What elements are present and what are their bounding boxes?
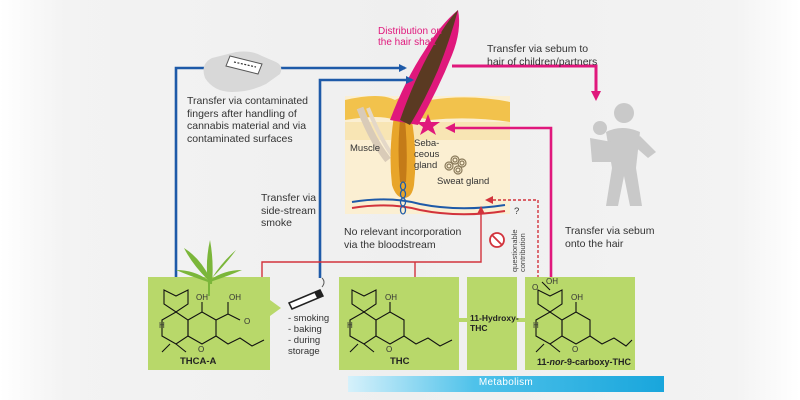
sweat-gland-label: Sweat gland — [437, 176, 490, 187]
blue-arrow-fingers — [174, 64, 407, 278]
compound-name-thc: THC — [390, 356, 410, 367]
compound-name-carboxy: 11-nor-9-carboxy-THC — [537, 356, 631, 369]
muscle-label: Muscle — [350, 143, 381, 154]
no-entry-icon — [489, 232, 505, 248]
atom-oh-thc: OH — [385, 293, 397, 302]
atom-h-carboxy: H — [533, 321, 539, 330]
atom-h-thc: H — [347, 321, 353, 330]
carboxy-italic: nor — [549, 357, 565, 367]
atom-oh-carboxy: OH — [571, 293, 583, 302]
metabolism-bar: Metabolism — [348, 376, 664, 392]
sebaceous-label: Seba- ceous gland — [414, 138, 440, 171]
distribution-label: Distribution on the hair shaft — [378, 26, 442, 48]
atom-h-thca: H — [159, 321, 165, 330]
fingers-label: Transfer via contaminated fingers after … — [187, 95, 309, 145]
cannabis-leaf-icon — [176, 240, 242, 296]
side-stream-label: Transfer via side-stream smoke — [261, 192, 317, 229]
question-mark: ? — [514, 206, 520, 217]
parent-child-icon — [590, 103, 656, 206]
cigarette-icon — [287, 277, 325, 310]
glove-with-cannabis-bag-icon — [203, 51, 282, 92]
atom-o-thc-ring: O — [386, 345, 393, 354]
compound-name-thca: THCA-A — [180, 356, 217, 367]
smoking-list: - smoking - baking - during storage — [288, 313, 330, 357]
metabolism-label: Metabolism — [478, 377, 534, 388]
atom-o-carboxy-ring: O — [572, 345, 579, 354]
compound-box-hydroxy — [467, 277, 517, 370]
atom-oh-carboxy-acid: OH — [546, 277, 558, 286]
red-arrow-carboxy — [485, 196, 539, 278]
atom-o-carboxy-acid: O — [532, 283, 539, 292]
sebum-children-label: Transfer via sebum to hair of children/p… — [487, 43, 598, 68]
structure-carboxy — [535, 281, 633, 353]
magenta-arrow-sebum — [445, 123, 553, 278]
compound-name-hydroxy: 11-Hydroxy- THC — [470, 313, 519, 333]
carboxy-prefix: 11- — [537, 357, 550, 367]
carboxy-suffix: -9-carboxy-THC — [564, 357, 632, 367]
blue-arrow-smoke — [318, 76, 414, 278]
no-incorporation-label: No relevant incorporation via the bloods… — [344, 226, 462, 251]
hair-shaft — [390, 10, 460, 125]
atom-oh-thca: OH — [196, 293, 208, 302]
structure-thca — [161, 289, 265, 353]
structure-thc — [349, 289, 453, 353]
questionable-label: questionable contribution — [510, 229, 527, 272]
atom-oh-thca-acid: OH — [229, 293, 241, 302]
compound-box-thc — [339, 277, 459, 370]
red-arrow-bloodstream — [261, 206, 485, 278]
atom-o-thca-acid: O — [244, 317, 251, 326]
atom-o-thca-ring: O — [198, 345, 205, 354]
magenta-arrow-children — [452, 64, 601, 101]
sebum-hair-label: Transfer via sebum onto the hair — [565, 225, 655, 250]
compound-box-thca — [148, 277, 281, 370]
